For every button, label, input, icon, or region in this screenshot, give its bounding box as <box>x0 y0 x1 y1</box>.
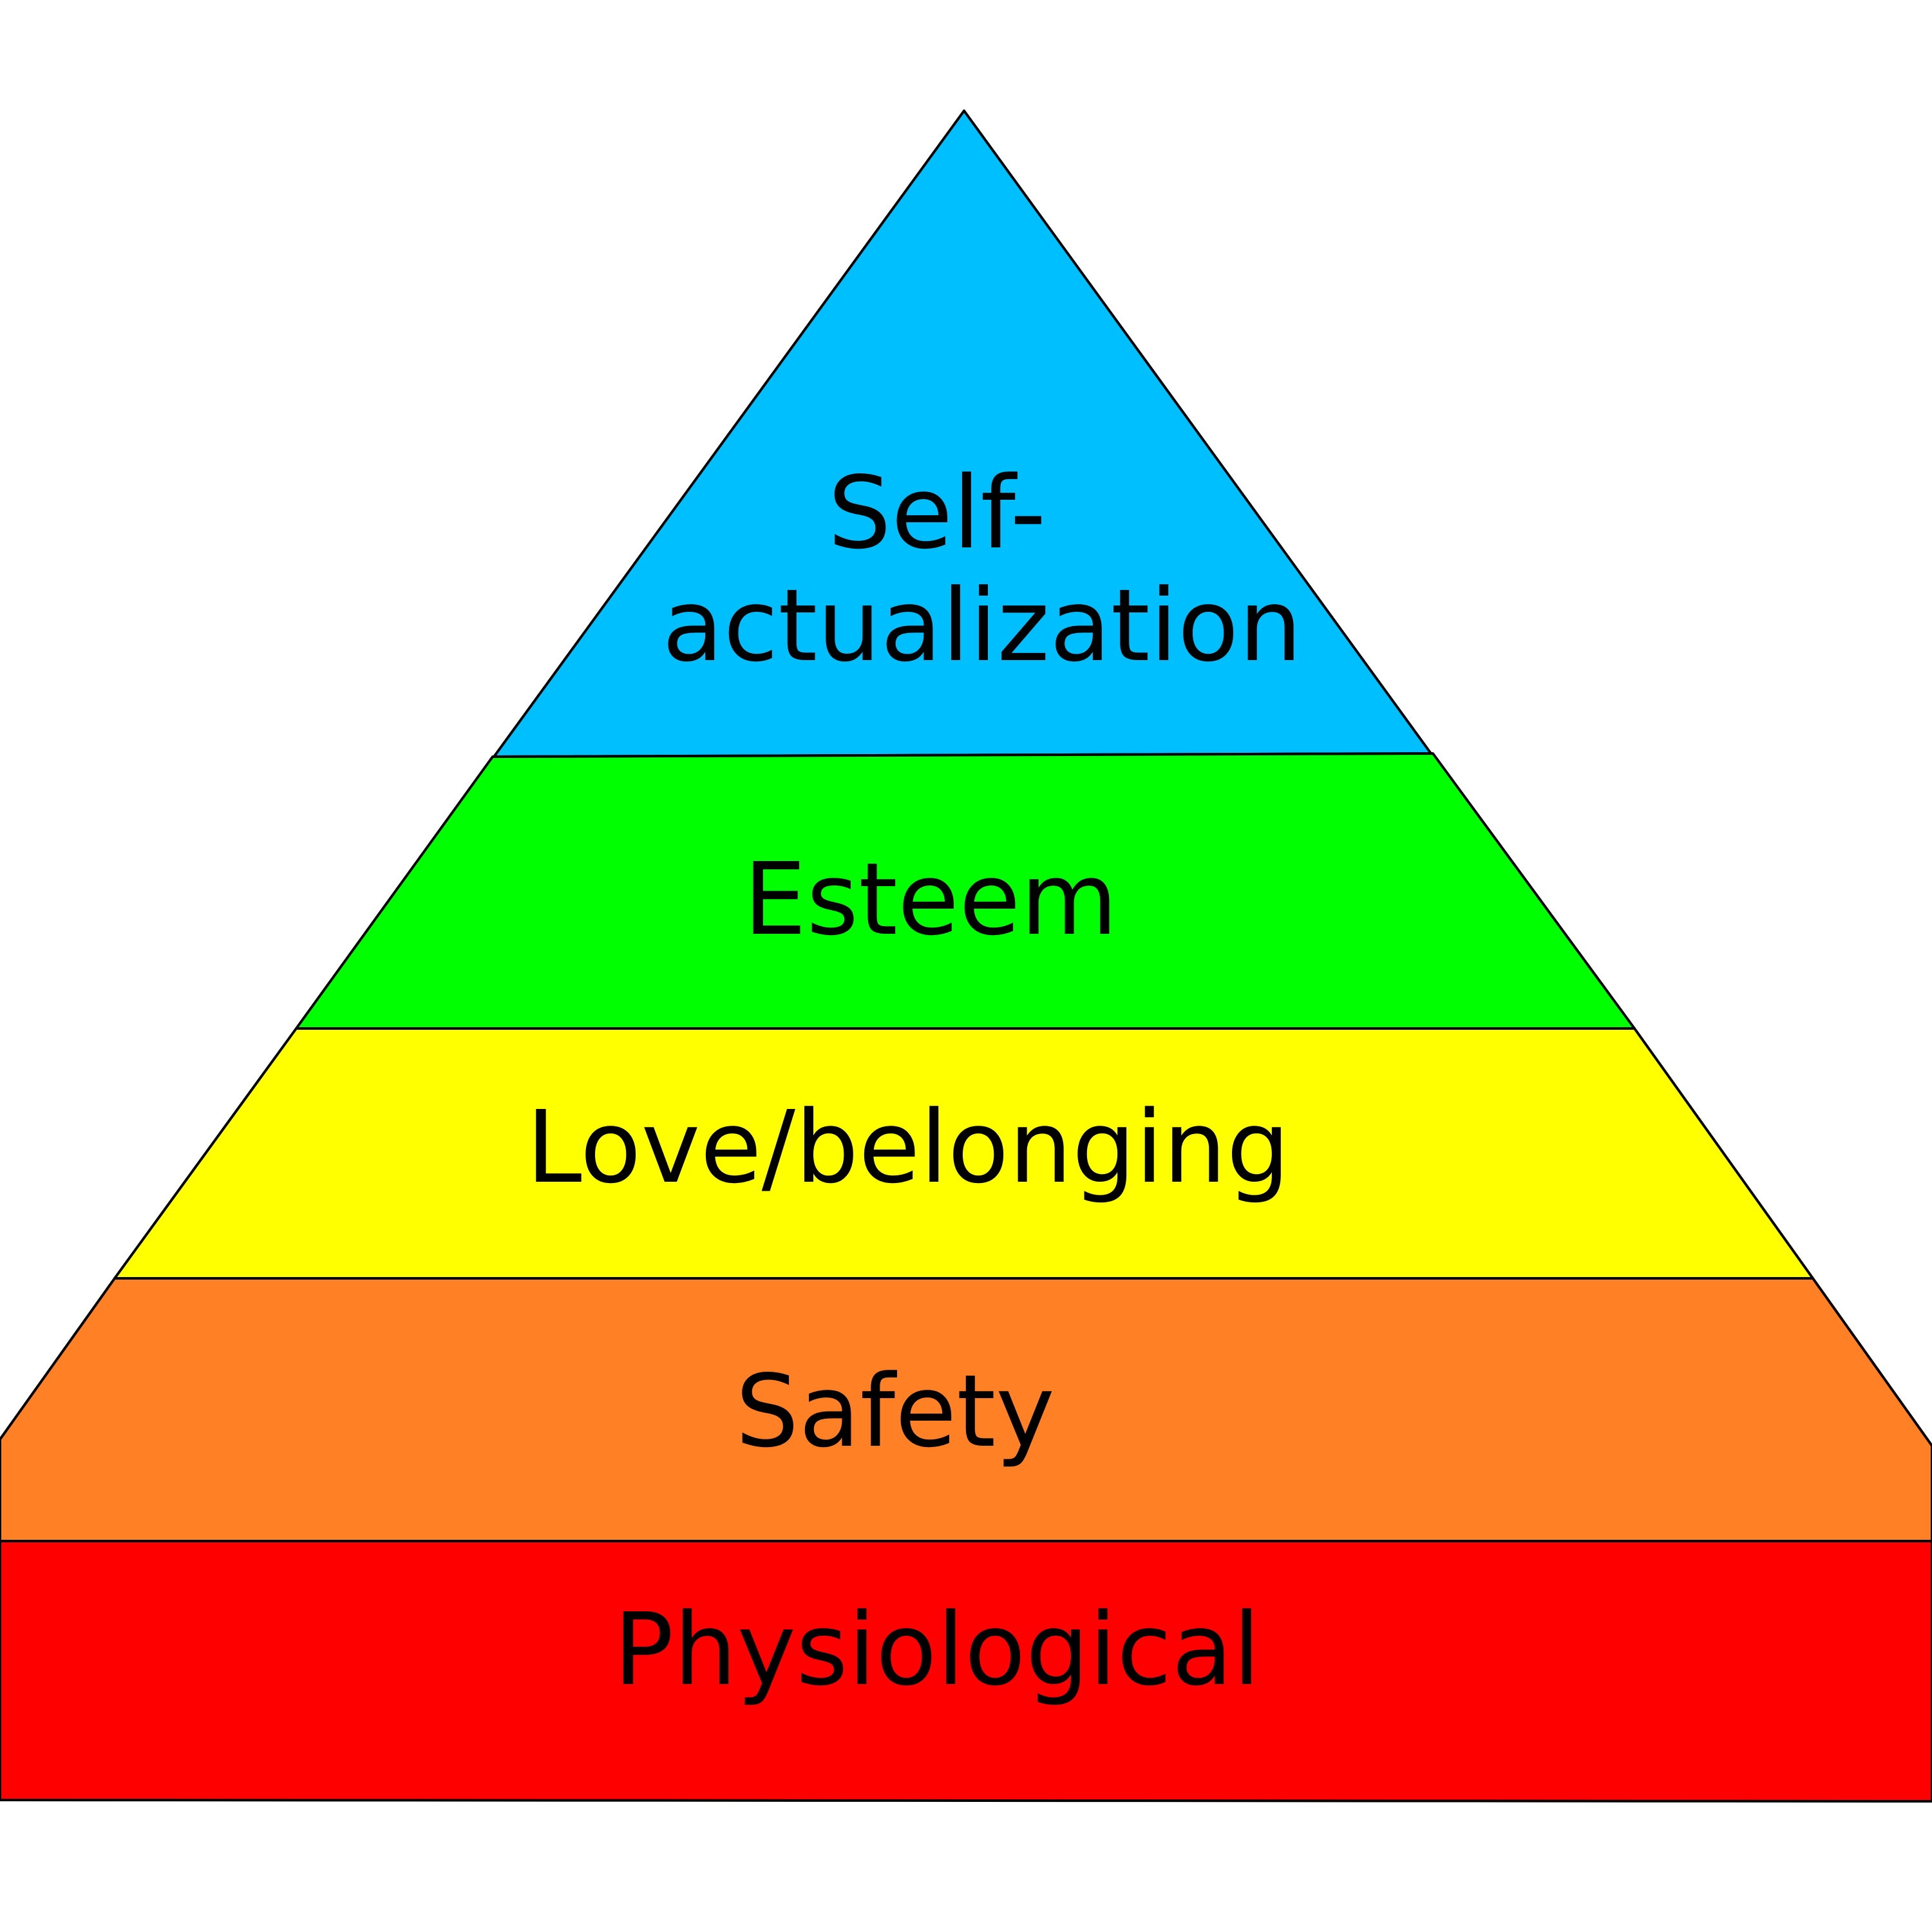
tier-esteem-label: Esteem <box>743 841 1117 958</box>
tier-self-actualization: Self- actualization <box>493 109 1432 758</box>
tier-self-actualization-label-line-1: Self- <box>828 455 1046 571</box>
tier-esteem: Esteem <box>295 752 1636 1030</box>
tier-safety: Safety <box>0 1277 1932 1542</box>
tier-self-actualization-label-line-2: actualization <box>662 567 1302 684</box>
tier-physiological-label: Physiological <box>614 1591 1261 1708</box>
tier-love-belonging-label: Love/belonging <box>526 1089 1290 1206</box>
tier-physiological-shape <box>0 1540 1932 1803</box>
tier-physiological: Physiological <box>0 1540 1932 1803</box>
tier-safety-shape <box>0 1277 1932 1542</box>
tier-love-belonging: Love/belonging <box>113 1027 1814 1280</box>
tier-safety-label: Safety <box>735 1353 1055 1470</box>
